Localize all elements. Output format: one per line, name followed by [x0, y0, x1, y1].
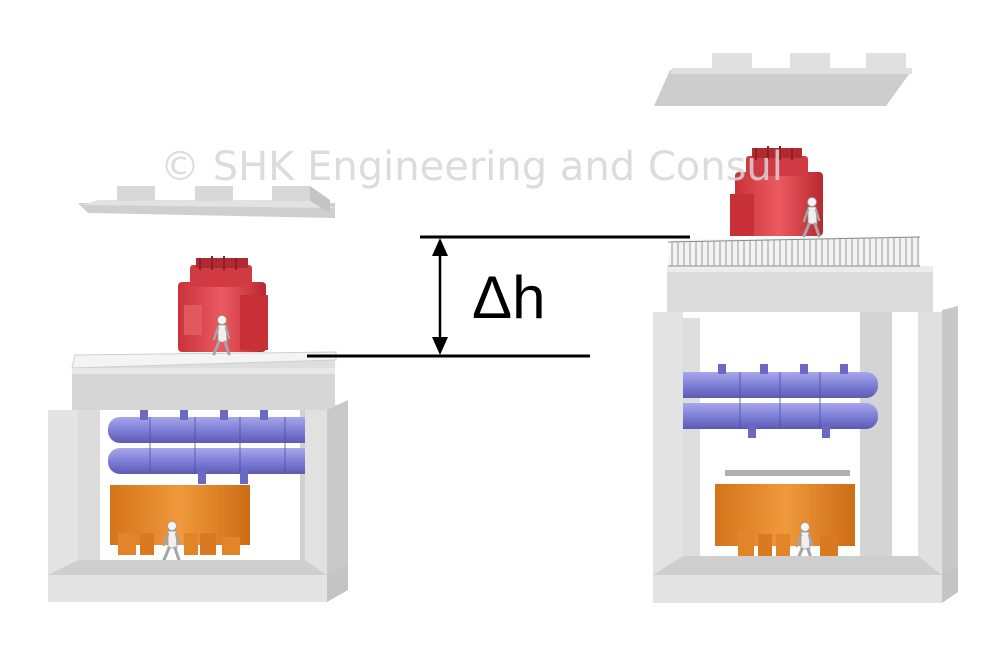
- left-turbine-generator: [178, 256, 268, 352]
- delta-h-label: Δh: [472, 264, 545, 331]
- left-roof-slab: [78, 186, 335, 218]
- right-deck-slab: [667, 236, 933, 312]
- left-deck-slab: [71, 351, 337, 410]
- right-auxiliary-equipment: [715, 470, 855, 556]
- right-roof-slab: [654, 53, 912, 106]
- left-auxiliary-equipment: [110, 485, 250, 555]
- right-turbine-generator: [730, 146, 823, 236]
- right-condensers: [660, 364, 878, 438]
- height-difference-dimension: Δh: [307, 235, 690, 358]
- arrow-up-icon: [432, 238, 448, 256]
- arrow-down-icon: [432, 337, 448, 355]
- copyright-watermark: © SHK Engineering and Consul: [160, 144, 783, 190]
- left-condensers: [108, 410, 333, 484]
- right-deck-railing: [667, 236, 921, 267]
- left-foundation: [48, 186, 348, 602]
- right-foundation: [653, 53, 958, 603]
